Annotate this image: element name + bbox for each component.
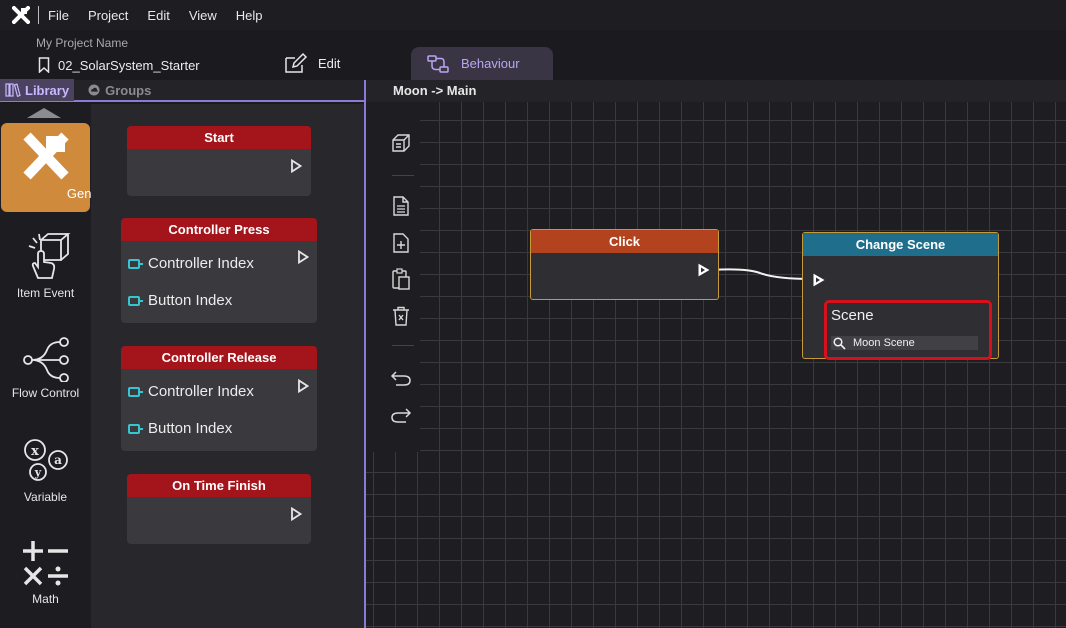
category-math-label: Math: [32, 592, 59, 606]
exec-output-icon: [298, 250, 309, 264]
item-event-icon: [28, 233, 70, 279]
category-item-event-label: Item Event: [16, 286, 75, 300]
general-logo-icon: [22, 132, 69, 180]
variable-icon: x a y: [23, 439, 68, 481]
library-tabs: Library Groups: [0, 79, 364, 102]
category-flow-control-label: Flow Control: [11, 386, 80, 400]
category-sidebar: General Item Event Flow Control x a y Va…: [0, 104, 113, 628]
cloud-icon: [88, 84, 100, 96]
port-button-index[interactable]: Button Index: [128, 420, 232, 437]
scene-param-highlight: [824, 300, 992, 360]
project-name: My Project Name: [36, 36, 129, 50]
graph-toolbar: [366, 102, 420, 452]
edit-mode-tab[interactable]: Edit: [284, 52, 340, 74]
category-math[interactable]: Math: [0, 538, 91, 606]
behaviour-label: Behaviour: [461, 56, 520, 71]
menu-help[interactable]: Help: [235, 7, 263, 23]
menu-bar: File Project Edit View Help: [0, 0, 1066, 30]
node-library: Start Controller Press Controller Index …: [91, 104, 364, 628]
node-title: Change Scene: [803, 233, 998, 256]
panel-divider[interactable]: [364, 80, 366, 628]
scene-value: Moon Scene: [853, 337, 915, 349]
scene-file-selector[interactable]: 02_SolarSystem_Starter: [38, 57, 200, 73]
trash-icon[interactable]: [390, 305, 412, 327]
node-title: Start: [127, 126, 311, 149]
document-icon[interactable]: [390, 195, 412, 217]
tab-library-label: Library: [25, 82, 70, 98]
port-label: Button Index: [148, 292, 233, 309]
exec-output-icon: [291, 159, 302, 173]
menu-file[interactable]: File: [48, 7, 69, 23]
category-variable[interactable]: x a y Variable: [0, 436, 91, 504]
exec-output-icon: [298, 379, 309, 393]
redo-icon[interactable]: [390, 404, 412, 426]
category-general[interactable]: General: [1, 123, 113, 212]
exec-output-icon[interactable]: [697, 263, 711, 277]
graph-node-click[interactable]: Click: [530, 229, 719, 300]
menu-divider: [38, 6, 39, 24]
port-label: Controller Index: [148, 255, 254, 272]
behaviour-flow-icon: [427, 54, 449, 73]
scene-param-label: Scene: [831, 307, 874, 324]
library-node-controller-press[interactable]: Controller Press Controller Index Button…: [121, 218, 317, 323]
edit-pencil-icon: [285, 52, 308, 73]
node-title: On Time Finish: [127, 474, 311, 497]
add-object-icon[interactable]: [390, 132, 412, 154]
node-title: Click: [531, 230, 718, 253]
tab-library[interactable]: Library: [0, 79, 75, 101]
menu-view[interactable]: View: [188, 7, 217, 23]
tab-groups[interactable]: Groups: [88, 83, 151, 98]
app-logo-icon[interactable]: [10, 4, 32, 26]
scene-file-name: 02_SolarSystem_Starter: [58, 57, 200, 73]
port-controller-index[interactable]: Controller Index: [128, 383, 254, 400]
svg-text:x: x: [31, 444, 39, 459]
search-icon: [833, 336, 846, 350]
tab-groups-label: Groups: [105, 82, 152, 98]
duplicate-icon[interactable]: [390, 232, 412, 254]
toolbar-divider: [392, 345, 414, 346]
port-label: Controller Index: [148, 383, 254, 400]
paste-icon[interactable]: [390, 268, 412, 290]
flow-control-icon: [22, 337, 69, 382]
node-title: Controller Release: [121, 346, 317, 369]
project-bar: My Project Name 02_SolarSystem_Starter E…: [0, 30, 1066, 80]
graph-breadcrumb: Moon -> Main: [366, 80, 1066, 102]
scene-search-field[interactable]: Moon Scene: [831, 336, 978, 350]
books-icon: [5, 83, 21, 97]
category-flow-control[interactable]: Flow Control: [0, 336, 91, 400]
category-item-event[interactable]: Item Event: [0, 232, 91, 300]
port-controller-index[interactable]: Controller Index: [128, 255, 254, 272]
port-label: Button Index: [148, 420, 233, 437]
library-node-on-time-finish[interactable]: On Time Finish: [127, 474, 311, 544]
library-node-controller-release[interactable]: Controller Release Controller Index Butt…: [121, 346, 317, 451]
menu-edit[interactable]: Edit: [147, 7, 170, 23]
exec-input-icon[interactable]: [812, 273, 826, 287]
svg-text:y: y: [33, 466, 41, 479]
edit-label: Edit: [318, 55, 341, 71]
math-icon: [22, 541, 68, 586]
exec-output-icon: [291, 507, 302, 521]
behaviour-mode-tab[interactable]: Behaviour: [411, 47, 553, 80]
port-button-index[interactable]: Button Index: [128, 292, 232, 309]
svg-text:a: a: [54, 453, 62, 467]
bookmark-icon: [38, 57, 50, 73]
undo-icon[interactable]: [390, 367, 412, 389]
toolbar-divider: [392, 175, 414, 176]
scroll-up-arrow-icon[interactable]: [27, 108, 61, 118]
category-variable-label: Variable: [23, 490, 68, 504]
graph-canvas[interactable]: [366, 102, 1066, 628]
node-title: Controller Press: [121, 218, 317, 241]
library-node-start[interactable]: Start: [127, 126, 311, 196]
menu-project[interactable]: Project: [87, 7, 129, 23]
